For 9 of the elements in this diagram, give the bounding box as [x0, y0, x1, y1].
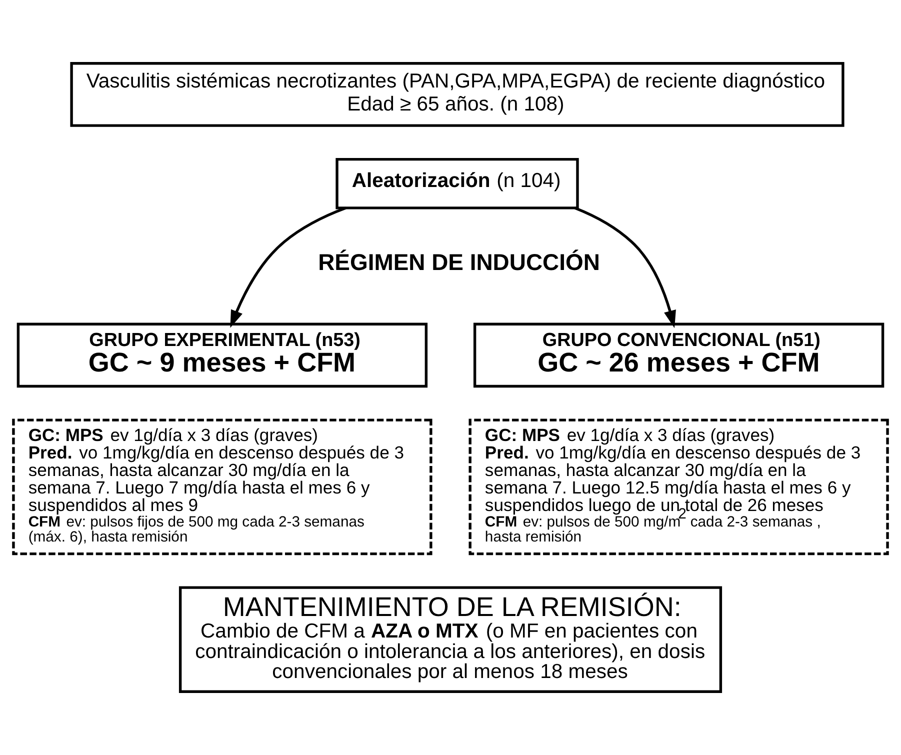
node-box: Vasculitis sistémicas necrotizantes (PAN,GPA,MPA,EGPA) de reciente diagnóstico Edad ≥ 65 años. (n 108) [70, 62, 844, 127]
node-box: Aleatorización (n 104) [336, 158, 579, 210]
label: RÉGIMEN DE INDUCCIÓN [318, 249, 600, 276]
node-box: GRUPO EXPERIMENTAL (n53) GC ~ 9 meses + CFM [16, 322, 428, 388]
arrow [574, 206, 676, 328]
node-box: GC: MPS ev 1g/día x 3 días (graves) Pred. vo 1mg/kg/día en descenso después de 3 semanas, hasta alcanzar 30 mg/día en la semana 7. Luego 7 mg/día hasta el mes 6 y suspendidos al mes 9 CFM ev: pulsos fijos de 500 mg cada 2-3 semanas (máx. 6), hasta remisión [12, 418, 432, 556]
node-box: MANTENIMIENTO DE LA REMISIÓN: Cambio de CFM a AZA o MTX (o MF en pacientes con contraindicación o intolerancia a los anteriores), en dosis convencionales por al menos 18 meses [178, 586, 722, 693]
node-box: GRUPO CONVENCIONAL (n51) GC ~ 26 meses + CFM [473, 322, 884, 388]
arrow [230, 206, 346, 328]
